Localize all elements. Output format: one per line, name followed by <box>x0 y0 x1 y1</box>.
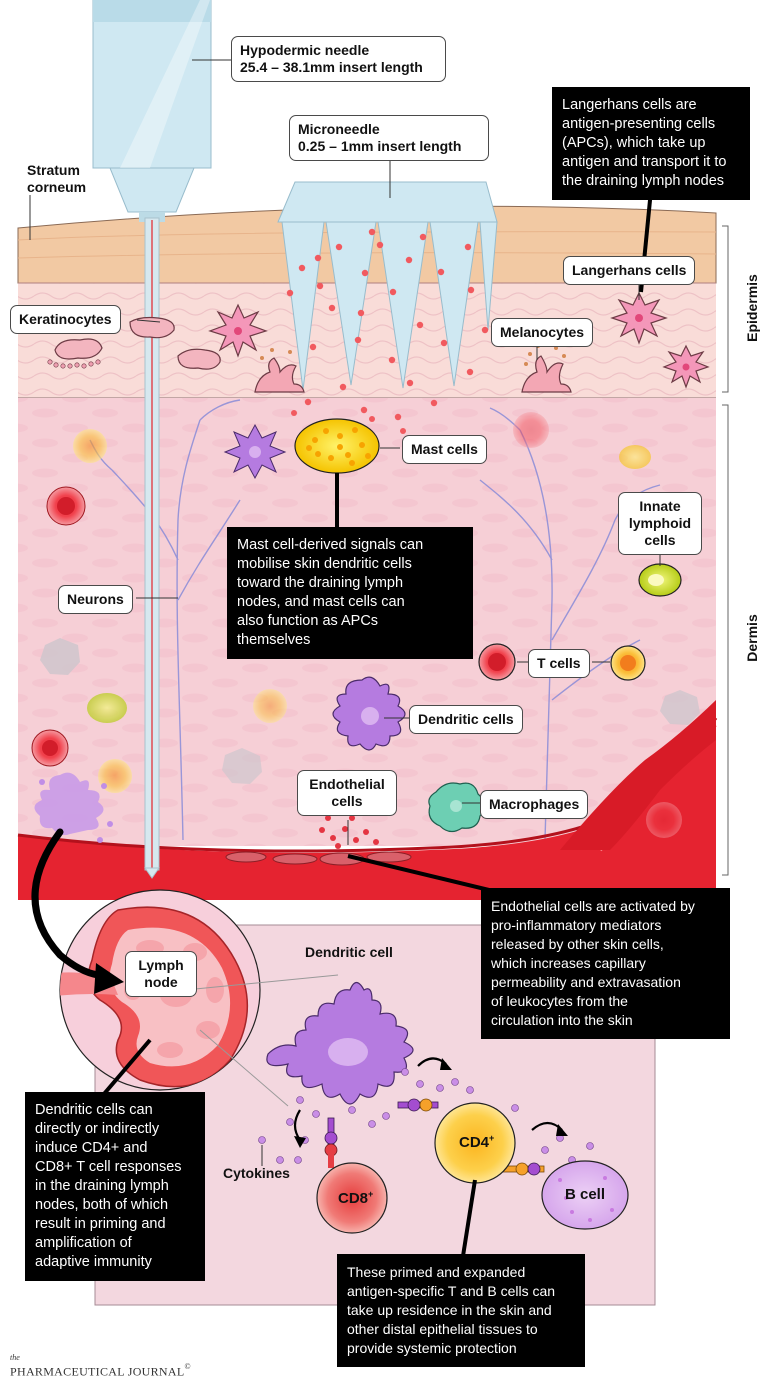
endothelial-note: Endothelial cells are activated by pro-i… <box>481 888 730 1039</box>
endothelial-line-1: Endothelial <box>309 776 385 792</box>
migration-arrow <box>31 828 102 979</box>
t-cell-shapes <box>31 412 682 838</box>
dendritic-note-line: nodes, both of which <box>35 1197 169 1213</box>
endothelial-note-line: permeability and extravasation <box>491 974 681 990</box>
epidermis-label: Epidermis <box>744 274 760 342</box>
langerhans-note-line: (APCs), which take up <box>562 135 706 151</box>
lymph-node-label: Lymph node <box>125 951 197 997</box>
dendritic-note-line: amplification of <box>35 1235 132 1251</box>
microneedle-shape <box>277 181 498 391</box>
innate-line-1: Innate <box>639 498 681 514</box>
endothelial-line-2: cells <box>331 793 363 809</box>
innate-line-3: cells <box>644 532 676 548</box>
primed-note-line: provide systemic protection <box>347 1340 517 1356</box>
dermis-label: Dermis <box>744 614 760 662</box>
langerhans-note-line: antigen-presenting cells <box>562 116 716 132</box>
dendritic-note-line: CD8+ T cell responses <box>35 1159 182 1175</box>
langerhans-cells-label: Langerhans cells <box>563 256 696 285</box>
primed-note-line: other distal epithelial tissues to <box>347 1321 538 1337</box>
dendritic-note-line: induce CD4+ and <box>35 1140 148 1156</box>
mast-note-line: toward the draining lymph <box>237 575 404 591</box>
keratinocytes-label: Keratinocytes <box>10 305 121 334</box>
mast-note-line: also function as APCs <box>237 613 379 629</box>
pharmaceutical-journal-logo: the PHARMACEUTICAL JOURNAL© <box>10 1354 191 1380</box>
mast-note-line: mobilise skin dendritic cells <box>237 556 412 572</box>
dendritic-note: Dendritic cells can directly or indirect… <box>25 1092 205 1281</box>
dermal-dendritic-shape-3 <box>34 772 104 836</box>
dendritic-note-line: result in priming and <box>35 1216 166 1232</box>
dendritic-note-line: in the draining lymph <box>35 1178 169 1194</box>
keratinocyte-cells <box>54 316 221 370</box>
blood-vessel-branch <box>560 700 716 850</box>
primed-cells-note: These primed and expanded antigen-specif… <box>337 1254 585 1367</box>
endothelial-note-line: of leukocytes from the <box>491 993 628 1009</box>
mast-note-line: themselves <box>237 632 311 648</box>
primed-note-line: These primed and expanded <box>347 1264 526 1280</box>
endothelial-cells-shape <box>225 851 412 866</box>
receptor-connectors <box>324 1098 545 1176</box>
hypodermic-needle-label: Hypodermic needle 25.4 – 38.1mm insert l… <box>231 36 446 82</box>
hypodermic-needle-length: 25.4 – 38.1mm insert length <box>240 59 423 75</box>
stratum-corneum-line-2: corneum <box>27 179 87 195</box>
dendritic-note-line: Dendritic cells can <box>35 1102 153 1118</box>
cytokines-label: Cytokines <box>223 1165 290 1181</box>
dendritic-cell-label: Dendritic cell <box>305 944 393 960</box>
endothelial-note-line: Endothelial cells are activated by <box>491 898 695 914</box>
cd8-text: CD8 <box>338 1190 369 1207</box>
melanocyte-shapes <box>254 355 572 393</box>
cd8-cell-shape <box>316 1162 388 1234</box>
innate-lymphoid-cells-label: Innate lymphoid cells <box>618 492 702 555</box>
dendritic-note-line: directly or indirectly <box>35 1121 160 1137</box>
t-cells-label: T cells <box>528 649 590 678</box>
innate-line-2: lymphoid <box>628 515 692 531</box>
stratum-corneum-line-1: Stratum <box>27 162 80 178</box>
macrophages-label: Macrophages <box>480 790 589 819</box>
endothelial-note-line: pro-inflammatory mediators <box>491 917 662 933</box>
dermis-small-dots <box>291 410 406 434</box>
microneedle-length: 0.25 – 1mm insert length <box>298 138 462 154</box>
hypodermic-needle-shape <box>92 0 212 879</box>
hypodermic-needle-title: Hypodermic needle <box>240 42 370 58</box>
cd8-label: CD8+ <box>338 1189 373 1207</box>
mast-note-line: Mast cell-derived signals can <box>237 537 424 553</box>
blood-vessel <box>18 720 716 900</box>
logo-small-text: the <box>10 1353 20 1362</box>
endothelial-note-line: circulation into the skin <box>491 1012 633 1028</box>
endothelial-note-line: which increases capillary <box>491 955 646 971</box>
neurons-label: Neurons <box>58 585 133 614</box>
mast-cell-note: Mast cell-derived signals can mobilise s… <box>227 527 473 659</box>
cd8-plus: + <box>368 1189 374 1199</box>
microneedle-title: Microneedle <box>298 121 380 137</box>
cd4-plus: + <box>489 1133 495 1143</box>
primed-note-line: take up residence in the skin and <box>347 1302 552 1318</box>
dendritic-note-line: adaptive immunity <box>35 1254 152 1270</box>
langerhans-note: Langerhans cells are antigen-presenting … <box>552 87 750 200</box>
dendritic-cells-label: Dendritic cells <box>409 705 523 734</box>
mast-cells-label: Mast cells <box>402 435 487 464</box>
b-cell-label: B cell <box>565 1186 606 1203</box>
cd4-text: CD4 <box>459 1134 490 1151</box>
logo-copyright-mark: © <box>184 1362 191 1371</box>
langerhans-note-line: Langerhans cells are <box>562 97 697 113</box>
microneedle-label: Microneedle 0.25 – 1mm insert length <box>289 115 489 161</box>
lymph-node-line-1: Lymph <box>138 957 184 973</box>
langerhans-note-line: antigen and transport it to <box>562 154 727 170</box>
endothelial-note-line: released by other skin cells, <box>491 936 664 952</box>
lymph-node-line-2: node <box>144 974 178 990</box>
cd4-label: CD4+ <box>459 1133 494 1151</box>
stratum-corneum-label: Stratum corneum <box>27 162 86 196</box>
antigen-particles <box>286 228 489 421</box>
endothelial-cells-label: Endothelial cells <box>297 770 397 816</box>
primed-note-line: antigen-specific T and B cells can <box>347 1283 556 1299</box>
mast-note-line: nodes, and mast cells can <box>237 594 405 610</box>
melanocytes-label: Melanocytes <box>491 318 594 347</box>
logo-main-text: PHARMACEUTICAL JOURNAL <box>10 1364 185 1379</box>
langerhans-note-line: the draining lymph nodes <box>562 173 725 189</box>
